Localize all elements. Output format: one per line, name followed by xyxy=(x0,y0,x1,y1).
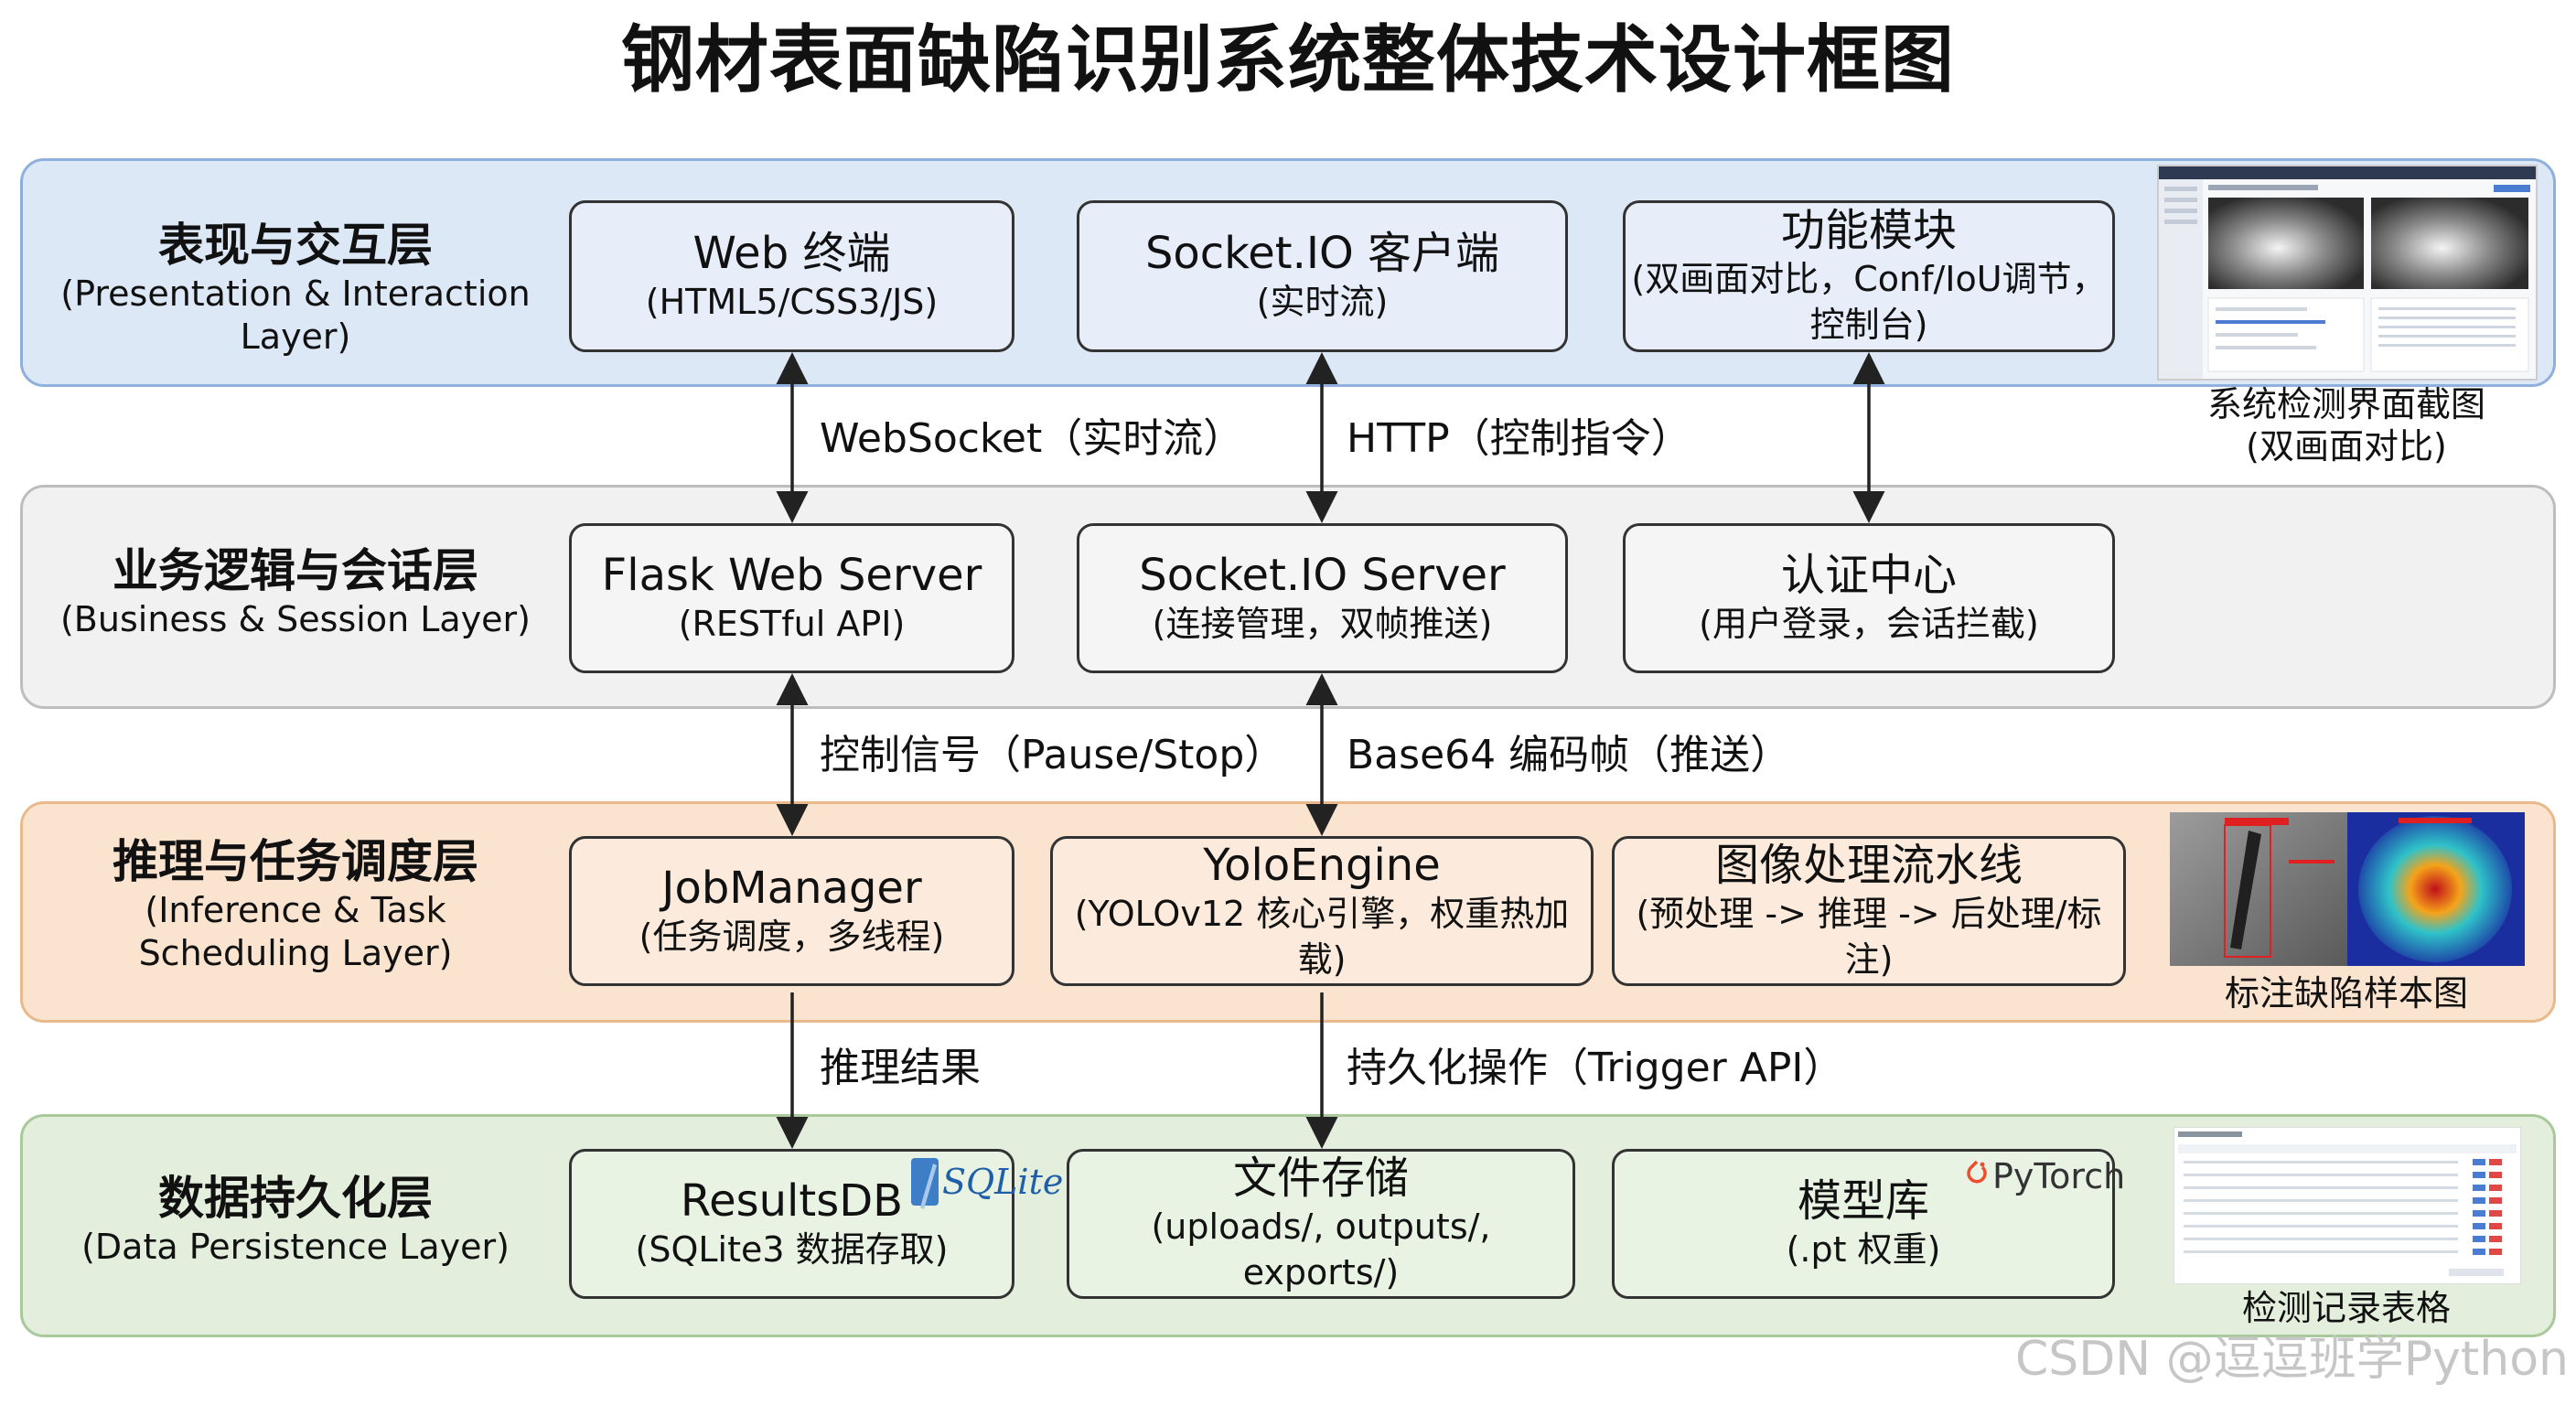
job-manager-box: JobManager (任务调度，多线程) xyxy=(569,836,1014,986)
caption-screenshot: 系统检测界面截图 (双画面对比) xyxy=(2131,384,2561,467)
box-subtitle: (SQLite3 数据存取) xyxy=(635,1229,949,1271)
box-title: Socket.IO 客户端 xyxy=(1144,227,1500,279)
pytorch-icon xyxy=(1967,1160,1987,1184)
auth-center-box: 认证中心 (用户登录，会话拦截) xyxy=(1623,523,2115,673)
box-title: Socket.IO Server xyxy=(1139,549,1506,601)
layer-subtitle-line1: (Inference & Task xyxy=(145,889,446,930)
records-table-thumbnail xyxy=(2174,1127,2521,1284)
pytorch-logo-text: PyTorch xyxy=(1992,1156,2126,1196)
box-subtitle: (YOLOv12 核心引擎，权重热加载) xyxy=(1074,894,1570,980)
model-repo-box: 模型库 (.pt 权重) xyxy=(1612,1149,2115,1299)
box-title: 功能模块 xyxy=(1780,204,1957,256)
layer-label-presentation: 表现与交互层 (Presentation & Interaction Layer… xyxy=(26,219,565,359)
box-title: JobManager xyxy=(661,862,922,914)
sqlite-logo: SQLite xyxy=(911,1154,1063,1213)
box-title: 认证中心 xyxy=(1780,549,1957,601)
box-title: 图像处理流水线 xyxy=(1714,839,2023,891)
sqlite-icon xyxy=(911,1158,939,1209)
layer-label-inference: 推理与任务调度层 (Inference & Task Scheduling La… xyxy=(26,835,565,976)
box-subtitle: (连接管理，双帧推送) xyxy=(1152,604,1493,645)
records-table-image xyxy=(2178,1132,2517,1276)
layer-title: 业务逻辑与会话层 xyxy=(113,544,478,597)
layer-subtitle: (Business & Session Layer) xyxy=(59,598,531,639)
edge-label-persist-op: 持久化操作（Trigger API） xyxy=(1347,1045,1844,1091)
edge-label-base64: Base64 编码帧（推送） xyxy=(1347,732,1791,778)
box-subtitle: (任务调度，多线程) xyxy=(639,917,945,958)
file-storage-box: 文件存储 (uploads/, outputs/, exports/) xyxy=(1067,1149,1575,1299)
layer-label-business: 业务逻辑与会话层 (Business & Session Layer) xyxy=(26,544,565,641)
layer-title: 数据持久化层 xyxy=(158,1172,433,1225)
image-pipeline-box: 图像处理流水线 (预处理 -> 推理 -> 后处理/标注) xyxy=(1612,836,2126,986)
defect-sample-image xyxy=(2170,812,2525,966)
box-title: ResultsDB xyxy=(680,1174,904,1227)
caption-defect-sample: 标注缺陷样本图 xyxy=(2224,973,2468,1014)
layer-subtitle-line2: Scheduling Layer) xyxy=(138,933,453,973)
caption-line2: (双画面对比) xyxy=(2246,425,2447,467)
caption-records-table: 检测记录表格 xyxy=(2241,1288,2451,1328)
yolo-engine-box: YoloEngine (YOLOv12 核心引擎，权重热加载) xyxy=(1050,836,1594,986)
web-terminal-box: Web 终端 (HTML5/CSS3/JS) xyxy=(569,200,1014,352)
layer-title: 表现与交互层 xyxy=(158,219,433,272)
box-title: 模型库 xyxy=(1797,1174,1929,1227)
box-title: YoloEngine xyxy=(1203,839,1441,891)
system-ui-screenshot-thumbnail xyxy=(2157,165,2538,381)
edge-label-infer-result: 推理结果 xyxy=(820,1045,981,1091)
sqlite-logo-text: SQLite xyxy=(942,1162,1064,1202)
csdn-watermark: CSDN @逗逗班学Python xyxy=(2014,1332,2569,1387)
box-subtitle: (.pt 权重) xyxy=(1786,1229,1941,1271)
box-title: 文件存储 xyxy=(1232,1152,1409,1204)
box-title: Flask Web Server xyxy=(601,549,982,601)
ui-screenshot-image xyxy=(2159,166,2536,379)
function-module-box: 功能模块 (双画面对比，Conf/IoU调节， 控制台) xyxy=(1623,200,2115,352)
box-subtitle: (uploads/, outputs/, exports/) xyxy=(1151,1207,1491,1292)
layer-subtitle: (Data Persistence Layer) xyxy=(81,1226,510,1267)
box-subtitle-line2: 控制台) xyxy=(1809,304,1928,345)
caption-line1: 系统检测界面截图 xyxy=(2206,384,2485,424)
box-subtitle: (实时流) xyxy=(1256,282,1389,323)
box-subtitle: (双画面对比，Conf/IoU调节， xyxy=(1631,259,2107,300)
box-subtitle: (用户登录，会话拦截) xyxy=(1699,604,2039,645)
socketio-server-box: Socket.IO Server (连接管理，双帧推送) xyxy=(1077,523,1568,673)
box-subtitle: (HTML5/CSS3/JS) xyxy=(645,282,939,323)
box-subtitle: (RESTful API) xyxy=(678,604,906,645)
layer-title: 推理与任务调度层 xyxy=(113,835,478,888)
edge-label-http: HTTP（控制指令） xyxy=(1347,415,1691,462)
socketio-client-box: Socket.IO 客户端 (实时流) xyxy=(1077,200,1568,352)
layer-subtitle: (Presentation & Interaction Layer) xyxy=(60,273,531,358)
flask-server-box: Flask Web Server (RESTful API) xyxy=(569,523,1014,673)
pytorch-logo: PyTorch xyxy=(1965,1154,2125,1200)
edge-label-control-signal: 控制信号（Pause/Stop） xyxy=(820,732,1285,778)
box-title: Web 终端 xyxy=(692,227,891,279)
layer-label-persistence: 数据持久化层 (Data Persistence Layer) xyxy=(26,1172,565,1269)
diagram-title: 钢材表面缺陷识别系统整体技术设计框图 xyxy=(621,17,1955,102)
results-db-box: ResultsDB (SQLite3 数据存取) xyxy=(569,1149,1014,1299)
defect-sample-thumbnail xyxy=(2170,812,2525,966)
edge-label-websocket: WebSocket（实时流） xyxy=(820,415,1244,462)
box-subtitle: (预处理 -> 推理 -> 后处理/标注) xyxy=(1636,894,2102,980)
